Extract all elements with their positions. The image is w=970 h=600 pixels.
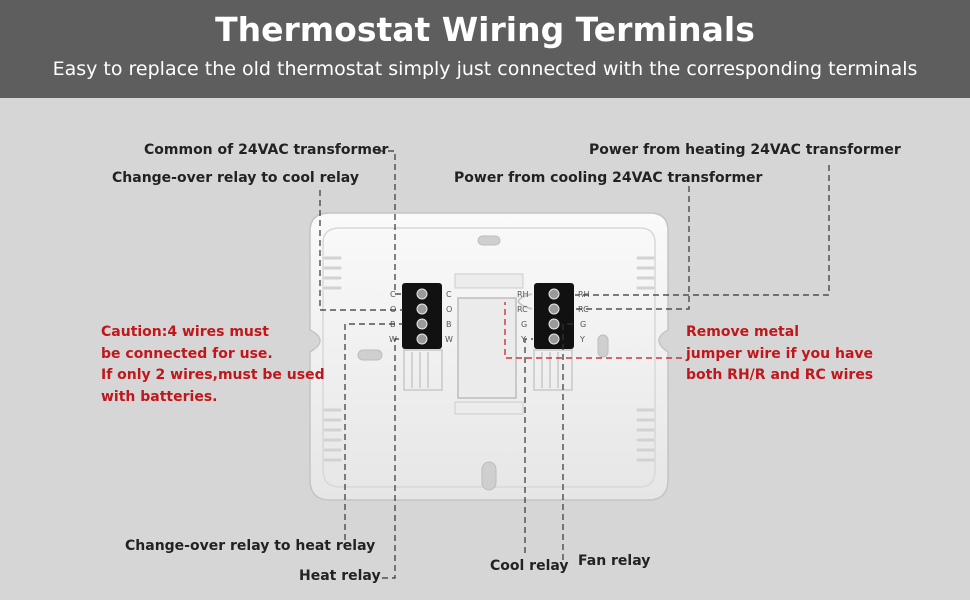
leader-heat-relay xyxy=(382,338,403,579)
left-screw-slot xyxy=(357,349,383,361)
jumper-note: Remove metal jumper wire if you have bot… xyxy=(686,322,873,387)
terminal-o-inner: O xyxy=(446,305,452,314)
leader-common xyxy=(378,150,403,295)
label-heat-relay: Heat relay xyxy=(299,568,381,584)
center-bar-top xyxy=(454,273,524,289)
label-power-heating: Power from heating 24VAC transformer xyxy=(589,142,901,158)
leader-fan-relay xyxy=(562,323,575,560)
caution-line-3: If only 2 wires,must be used xyxy=(101,367,325,383)
label-changeover-heat: Change-over relay to heat relay xyxy=(125,538,376,554)
right-terminal-block xyxy=(534,283,574,349)
jumper-line-1: Remove metal xyxy=(686,324,799,340)
leader-power-cooling xyxy=(575,186,690,310)
left-terminal-screws xyxy=(416,288,428,345)
jumper-line-2: jumper wire if you have xyxy=(686,345,874,362)
terminal-w-inner: W xyxy=(445,335,453,344)
vent-slots-right xyxy=(636,256,655,462)
right-terminal-screws xyxy=(548,288,560,345)
terminal-y-outer: Y xyxy=(579,335,585,344)
left-terminal-block xyxy=(402,283,442,349)
caution-line-1: Caution:4 wires must xyxy=(101,324,269,340)
caution-line-4: with batteries. xyxy=(101,388,218,405)
header-banner: Thermostat Wiring Terminals Easy to repl… xyxy=(0,0,970,98)
page-subtitle: Easy to replace the old thermostat simpl… xyxy=(52,58,918,80)
terminal-rc-inner: RC xyxy=(517,305,528,314)
terminal-w-outer: W xyxy=(389,335,397,344)
terminal-c-outer: C xyxy=(390,290,396,299)
top-slot xyxy=(477,235,501,246)
page-title: Thermostat Wiring Terminals xyxy=(215,10,755,49)
leader-power-heating xyxy=(575,165,830,296)
label-power-cooling: Power from cooling 24VAC transformer xyxy=(454,170,763,186)
plate-inner-rim xyxy=(322,227,656,488)
metal-jumper-wire xyxy=(517,293,533,310)
terminal-rc-outer: RC xyxy=(578,305,589,314)
leader-changeover-heat xyxy=(344,323,403,540)
caution-line-2: be connected for use. xyxy=(101,345,273,362)
terminal-b-inner: B xyxy=(446,320,452,329)
leader-cool-relay xyxy=(524,338,533,553)
vent-slots-left xyxy=(323,256,342,462)
terminal-g-inner: G xyxy=(521,320,527,329)
terminal-c-inner: C xyxy=(446,290,452,299)
terminal-y-inner: Y xyxy=(520,335,526,344)
label-cool-relay: Cool relay xyxy=(490,558,569,574)
label-fan-relay: Fan relay xyxy=(578,553,651,569)
center-bar-bottom xyxy=(454,401,524,415)
leader-jumper-red xyxy=(504,302,682,359)
jumper-line-3: both RH/R and RC wires xyxy=(686,367,874,383)
label-common-transformer: Common of 24VAC transformer xyxy=(144,142,389,158)
terminal-g-outer: G xyxy=(580,320,586,329)
center-wire-opening xyxy=(457,297,517,399)
label-changeover-cool: Change-over relay to cool relay xyxy=(112,170,359,186)
bottom-slot xyxy=(481,461,497,491)
left-clip xyxy=(403,349,443,391)
leader-changeover-cool xyxy=(319,190,403,311)
caution-note: Caution:4 wires must be connected for us… xyxy=(101,322,325,408)
terminal-rh-inner: RH xyxy=(517,290,529,299)
right-screw-slot xyxy=(597,334,609,358)
